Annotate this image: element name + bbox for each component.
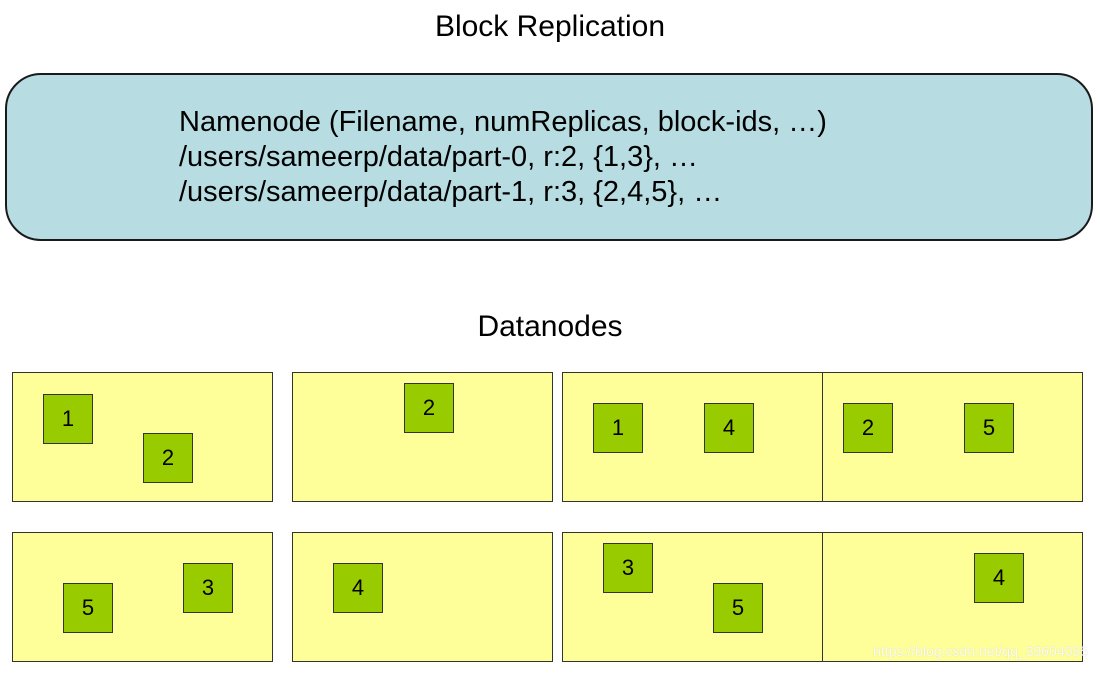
namenode-box: Namenode (Filename, numReplicas, block-i… bbox=[5, 73, 1093, 241]
block: 1 bbox=[43, 394, 93, 444]
block: 5 bbox=[713, 583, 763, 633]
block: 3 bbox=[603, 543, 653, 593]
block: 1 bbox=[593, 403, 643, 453]
namenode-file-entry-part-1: /users/sameerp/data/part-1, r:3, {2,4,5}… bbox=[179, 176, 723, 208]
block: 5 bbox=[964, 403, 1014, 453]
block: 4 bbox=[704, 403, 754, 453]
datanodes-label: Datanodes bbox=[477, 310, 623, 343]
diagram-title: Block Replication bbox=[434, 10, 666, 43]
datanode-3: 1 4 bbox=[562, 372, 823, 502]
datanode-7: 3 5 bbox=[562, 532, 823, 662]
block: 2 bbox=[843, 403, 893, 453]
namenode-file-entry-part-0: /users/sameerp/data/part-0, r:2, {1,3}, … bbox=[179, 141, 699, 173]
block: 3 bbox=[183, 563, 233, 613]
namenode-metadata: Namenode (Filename, numReplicas, block-i… bbox=[179, 105, 827, 210]
block: 2 bbox=[143, 433, 193, 483]
block: 4 bbox=[974, 553, 1024, 603]
datanode-8: 4 bbox=[822, 532, 1083, 662]
block: 4 bbox=[333, 563, 383, 613]
datanode-2: 2 bbox=[292, 372, 553, 502]
datanode-5: 5 3 bbox=[12, 532, 273, 662]
namenode-header-line: Namenode (Filename, numReplicas, block-i… bbox=[179, 106, 827, 138]
datanode-1: 1 2 bbox=[12, 372, 273, 502]
block: 2 bbox=[404, 383, 454, 433]
watermark-text: https://blog.csdn.net/qq_39604055 bbox=[873, 643, 1088, 659]
datanode-4: 2 5 bbox=[822, 372, 1083, 502]
datanode-6: 4 bbox=[292, 532, 553, 662]
block: 5 bbox=[63, 583, 113, 633]
